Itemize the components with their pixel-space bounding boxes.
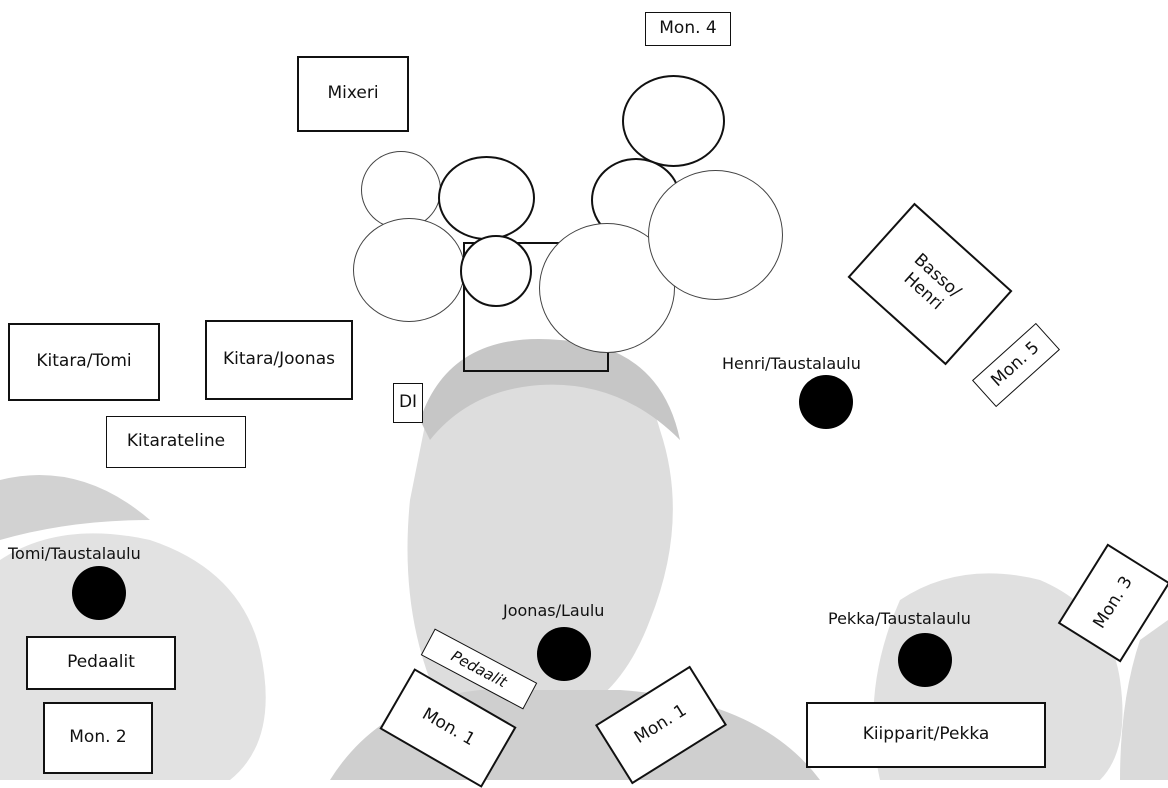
background-figure-far-right bbox=[1120, 620, 1168, 780]
mic-label-pekka: Pekka/Taustalaulu bbox=[828, 609, 971, 628]
guitar-stand: Kitarateline bbox=[106, 416, 246, 468]
keyboards: Kiipparit/Pekka bbox=[806, 702, 1046, 768]
snare bbox=[460, 235, 532, 307]
guitar-amp-joonas: Kitara/Joonas bbox=[205, 320, 353, 400]
tom-left bbox=[438, 156, 535, 240]
mic-joonas bbox=[537, 627, 591, 681]
bass-amp-label: Basso/ Henri bbox=[895, 249, 965, 318]
background-figure-center bbox=[407, 348, 673, 725]
mic-label-henri: Henri/Taustalaulu bbox=[722, 354, 861, 373]
background-figure-left-hair bbox=[0, 475, 150, 540]
di-box: DI bbox=[393, 383, 423, 423]
cymbal-left bbox=[353, 218, 465, 322]
cymbal-small bbox=[361, 151, 441, 229]
guitar-amp-tomi: Kitara/Tomi bbox=[8, 323, 160, 401]
pedals-left: Pedaalit bbox=[26, 636, 176, 690]
cymbal-top-right bbox=[622, 75, 725, 167]
mic-label-joonas: Joonas/Laulu bbox=[503, 601, 605, 620]
cymbal-right bbox=[648, 170, 783, 300]
monitor-4: Mon. 4 bbox=[645, 12, 731, 46]
mic-pekka bbox=[898, 633, 952, 687]
mic-henri bbox=[799, 375, 853, 429]
mixer: Mixeri bbox=[297, 56, 409, 132]
mic-tomi bbox=[72, 566, 126, 620]
background-figure-center-hair bbox=[420, 339, 680, 440]
mic-label-tomi: Tomi/Taustalaulu bbox=[8, 544, 141, 563]
monitor-2: Mon. 2 bbox=[43, 702, 153, 774]
